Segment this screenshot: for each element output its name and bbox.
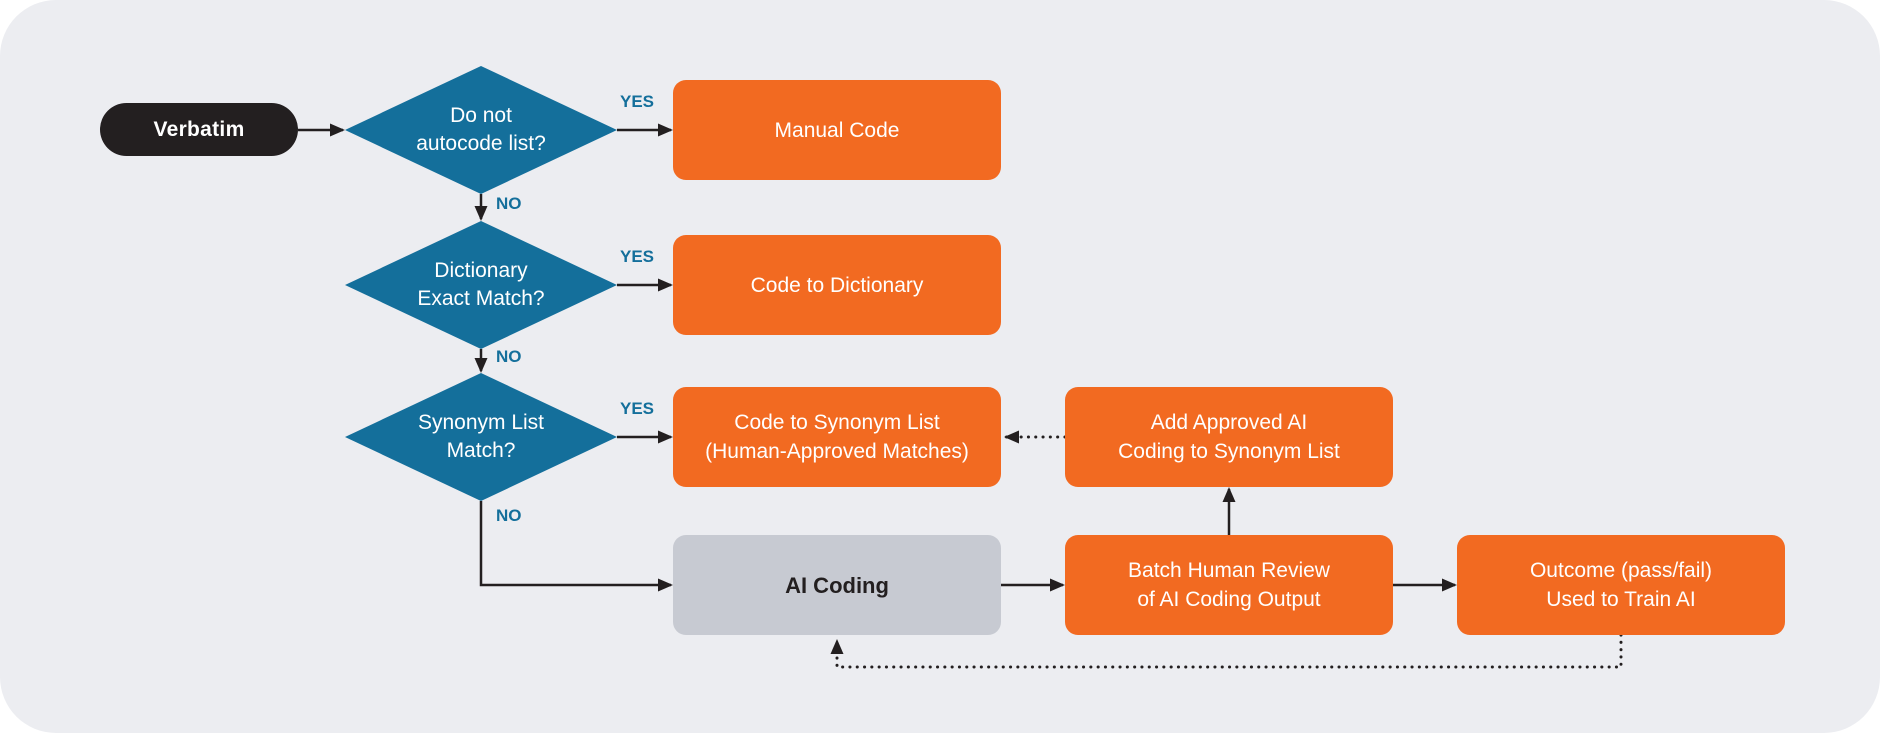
no-label-autocode: NO bbox=[496, 194, 522, 213]
no-label-dictionary: NO bbox=[496, 347, 522, 366]
no-label-synonym: NO bbox=[496, 506, 522, 525]
ai-coding-label: AI Coding bbox=[785, 572, 889, 598]
process-ai-coding: AI Coding bbox=[673, 535, 1001, 635]
yes-label-synonym: YES bbox=[619, 399, 655, 418]
add-approved-ai-coding-label: Add Approved AI Coding to Synonym List bbox=[1118, 411, 1340, 463]
decision-do-not-autocode-label: Do not autocode list? bbox=[416, 104, 546, 155]
process-batch-human-review: Batch Human Review of AI Coding Output bbox=[1065, 535, 1393, 635]
start-node-verbatim: Verbatim bbox=[100, 103, 298, 156]
decision-dictionary-exact-match-label: Dictionary Exact Match? bbox=[417, 259, 545, 310]
process-add-approved-ai-coding: Add Approved AI Coding to Synonym List bbox=[1065, 387, 1393, 487]
decision-synonym-list-match-label: Synonym List Match? bbox=[417, 411, 545, 462]
process-manual-code: Manual Code bbox=[673, 80, 1001, 180]
yes-label-autocode: YES bbox=[619, 92, 655, 111]
process-code-to-synonym-list: Code to Synonym List (Human-Approved Mat… bbox=[673, 387, 1001, 487]
batch-human-review-label: Batch Human Review of AI Coding Output bbox=[1128, 559, 1330, 611]
arrow-no-to-ai-coding bbox=[479, 501, 673, 592]
code-to-synonym-list-label: Code to Synonym List (Human-Approved Mat… bbox=[705, 411, 969, 463]
process-code-to-dictionary: Code to Dictionary bbox=[673, 235, 1001, 335]
dotted-arrow-outcome-to-ai-coding bbox=[830, 633, 1623, 669]
process-outcome-train-ai: Outcome (pass/fail) Used to Train AI bbox=[1457, 535, 1785, 635]
manual-code-label: Manual Code bbox=[774, 118, 900, 142]
verbatim-label: Verbatim bbox=[153, 117, 245, 141]
yes-label-dictionary: YES bbox=[619, 247, 655, 266]
code-to-dictionary-label: Code to Dictionary bbox=[750, 273, 924, 297]
outcome-train-ai-label: Outcome (pass/fail) Used to Train AI bbox=[1529, 559, 1713, 611]
